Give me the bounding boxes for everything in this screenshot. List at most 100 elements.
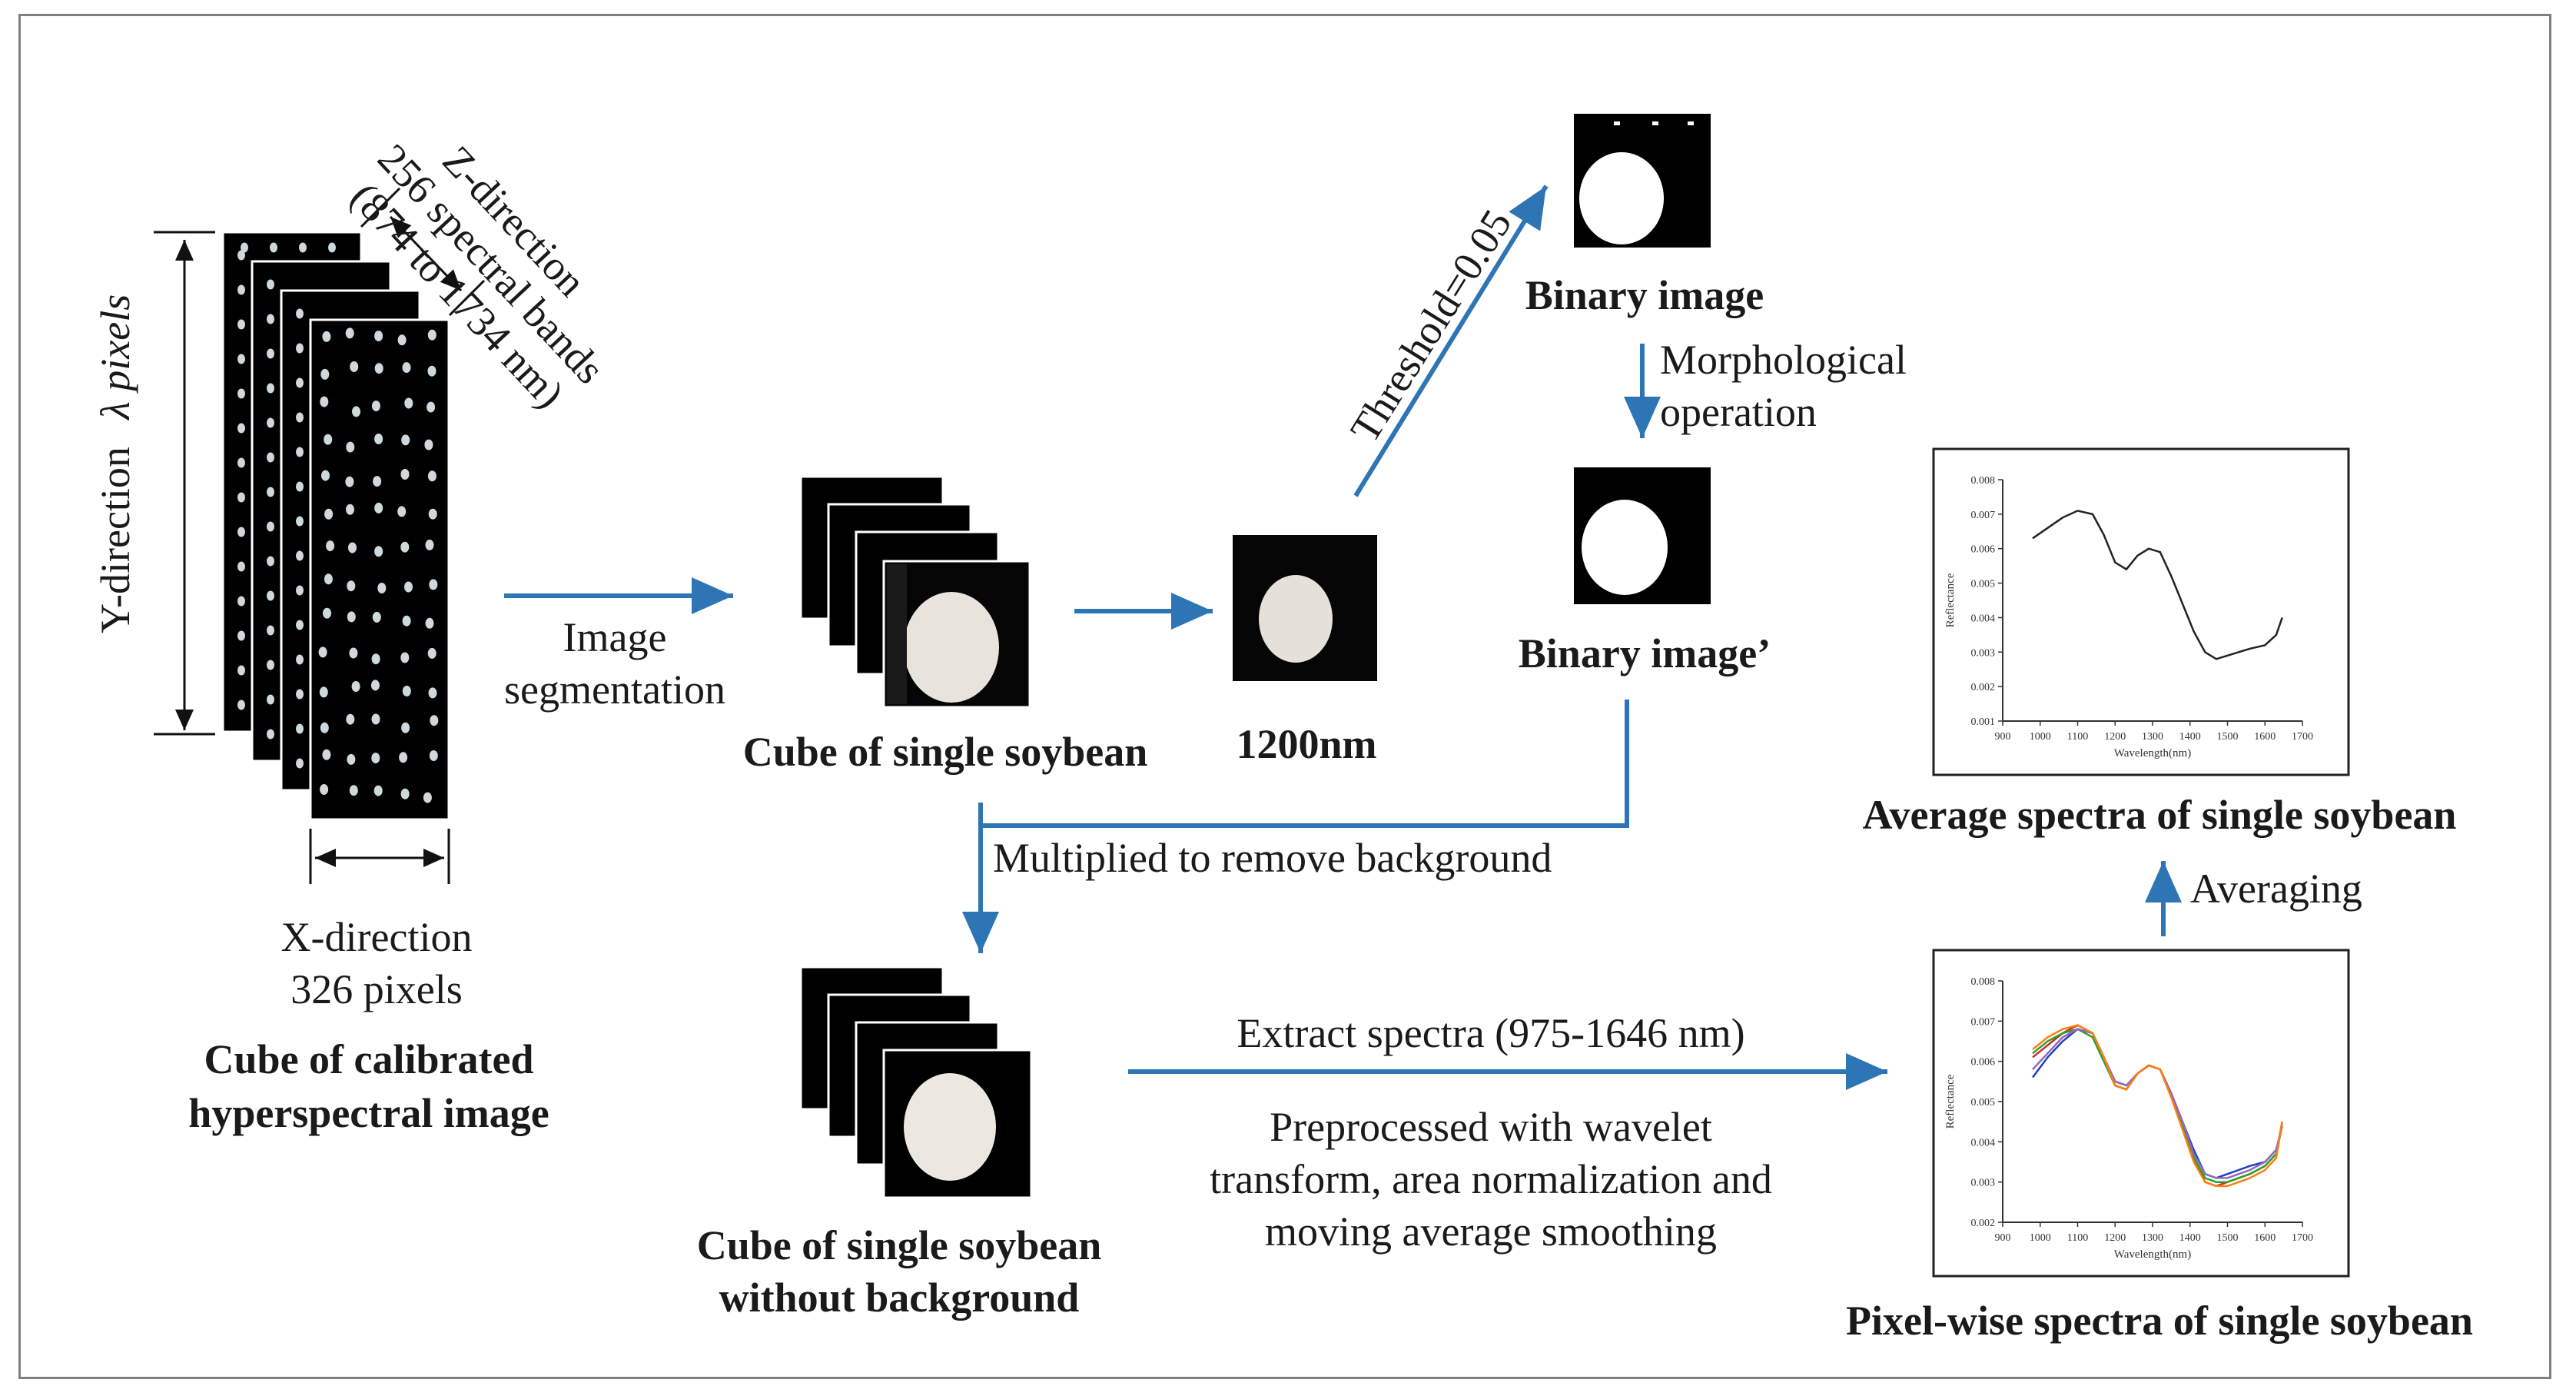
pix-y-tick-label: 0.006 bbox=[1971, 1057, 1996, 1069]
binary-noise-3 bbox=[1688, 121, 1694, 125]
soybean-dot bbox=[237, 457, 245, 468]
avg-series-line-1 bbox=[2032, 510, 2283, 660]
soybean-dot bbox=[237, 596, 245, 607]
soybean-blob bbox=[904, 592, 999, 703]
avg-x-tick-label: 900 bbox=[1995, 731, 2011, 743]
soybean-dot bbox=[374, 363, 383, 374]
soybean-dot bbox=[348, 542, 357, 553]
avg-x-tick-label: 1300 bbox=[2142, 731, 2163, 743]
soybean-dot bbox=[427, 647, 437, 659]
soybean-dot bbox=[349, 785, 358, 796]
soybean-dot bbox=[324, 434, 333, 445]
soybean-dot bbox=[346, 441, 355, 453]
band-image-label: 1200nm bbox=[1236, 721, 1377, 767]
soybean-dot bbox=[267, 625, 274, 636]
soybean-dot bbox=[267, 348, 274, 359]
soybean-dot bbox=[296, 758, 304, 769]
soybean-dot bbox=[237, 354, 245, 364]
z-dimension-tick-2 bbox=[448, 279, 486, 317]
y-direction-label: Y-direction λ pixels bbox=[89, 294, 141, 633]
avg-x-tick-label: 1500 bbox=[2217, 731, 2239, 743]
cube-title-line2: hyperspectral image bbox=[188, 1090, 549, 1136]
soybean-dot bbox=[352, 406, 360, 417]
soybean-dot bbox=[400, 652, 410, 663]
band-1200-soybean bbox=[1259, 575, 1333, 663]
avg-y-tick-label: 0.002 bbox=[1971, 682, 1996, 693]
soybean-dot bbox=[296, 343, 304, 354]
morph-label-line1: Morphological bbox=[1660, 337, 1907, 383]
avg-x-axis-label: Wavelength(nm) bbox=[2114, 747, 2191, 759]
soybean-dot bbox=[324, 508, 334, 520]
extract-label: Extract spectra (975-1646 nm) bbox=[1237, 1010, 1745, 1056]
soybean-dot bbox=[423, 792, 432, 803]
soybean-dot bbox=[237, 665, 245, 676]
preproc-label-line2: transform, area normalization and bbox=[1210, 1156, 1772, 1202]
pix-y-tick-label: 0.008 bbox=[1971, 976, 1996, 988]
avg-y-tick-label: 0.005 bbox=[1971, 579, 1996, 590]
arrow-multiply-connector bbox=[981, 700, 1629, 828]
soybean-dot bbox=[425, 539, 434, 550]
soybean-dot bbox=[296, 689, 304, 700]
avg-y-tick-label: 0.008 bbox=[1971, 475, 1996, 487]
avg-y-axis-label: Reflectance bbox=[1944, 573, 1957, 627]
binary-noise-2 bbox=[1652, 121, 1658, 125]
cube-title-line1: Cube of calibrated bbox=[204, 1036, 534, 1082]
soybean-dot bbox=[429, 579, 438, 590]
nobg-label-line1: Cube of single soybean bbox=[696, 1222, 1102, 1268]
soybean-dot bbox=[267, 452, 274, 463]
soybean-dot bbox=[430, 715, 439, 726]
soybean-blob-edge bbox=[887, 564, 907, 704]
soybean-dot bbox=[402, 362, 411, 374]
soybean-dot bbox=[296, 723, 304, 734]
soybean-dot bbox=[374, 434, 383, 444]
pix-x-tick-label: 1400 bbox=[2179, 1232, 2201, 1244]
avg-y-tick-label: 0.003 bbox=[1971, 647, 1996, 659]
soybean-dot bbox=[267, 314, 274, 324]
pix-x-tick-label: 1000 bbox=[2030, 1232, 2051, 1244]
soybean-dot bbox=[267, 556, 274, 567]
soybean-dot bbox=[326, 540, 335, 552]
binary-noise-1 bbox=[1614, 121, 1620, 125]
preproc-label-line1: Preprocessed with wavelet bbox=[1270, 1104, 1712, 1150]
soybean-dot bbox=[371, 713, 380, 725]
soybean-dot bbox=[428, 508, 437, 520]
soybean-dot bbox=[322, 331, 331, 342]
morph-label-line2: operation bbox=[1660, 389, 1817, 435]
soybean-dot bbox=[373, 785, 383, 796]
soybean-dot bbox=[320, 396, 329, 407]
soybean-dot bbox=[345, 476, 354, 487]
soybean-dot bbox=[346, 713, 355, 725]
soybean-dot bbox=[296, 377, 304, 388]
soybean-dot bbox=[404, 581, 413, 593]
soybean-dot bbox=[267, 590, 274, 601]
cube-layer-4 bbox=[309, 318, 450, 821]
pix-y-tick-label: 0.004 bbox=[1971, 1137, 1996, 1148]
avg-x-tick-label: 1700 bbox=[2292, 731, 2313, 743]
soybean-dot bbox=[318, 646, 327, 658]
soybean-dot bbox=[237, 388, 245, 399]
pix-y-tick-label: 0.007 bbox=[1971, 1016, 1996, 1028]
soybean-dot bbox=[374, 546, 383, 557]
soybean-dot bbox=[373, 476, 382, 487]
soybean-dot bbox=[237, 700, 245, 710]
soybean-dot bbox=[296, 654, 304, 665]
soybean-dot bbox=[404, 397, 413, 409]
segmentation-label-line2: segmentation bbox=[504, 666, 725, 713]
pix-y-axis-label: Reflectance bbox=[1944, 1074, 1957, 1128]
multiplied-label: Multiplied to remove background bbox=[993, 835, 1552, 881]
y-pixels-text: λ pixels bbox=[92, 294, 138, 420]
hyperspectral-cube bbox=[221, 231, 450, 821]
soybean-dot bbox=[377, 583, 387, 593]
flow-arrows bbox=[504, 184, 2182, 1090]
avg-x-tick-label: 1600 bbox=[2254, 731, 2276, 743]
soybean-dot bbox=[241, 242, 248, 253]
band-1200-image bbox=[1233, 535, 1377, 681]
binary-image-label: Binary image bbox=[1525, 272, 1764, 318]
soybean-dot bbox=[296, 620, 304, 630]
soybean-dot bbox=[267, 521, 274, 532]
soybean-dot bbox=[267, 729, 274, 740]
soybean-dot bbox=[347, 580, 356, 592]
soybean-dot bbox=[400, 788, 410, 799]
